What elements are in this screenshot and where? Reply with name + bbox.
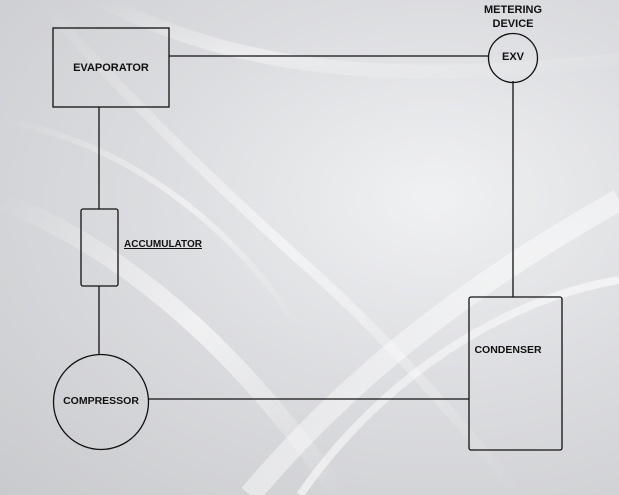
condenser-box [468, 296, 563, 451]
exv-label: EXV [501, 51, 524, 63]
accumulator-label: ACCUMULATOR [124, 239, 202, 250]
metering-device-label-line2: DEVICE [492, 18, 534, 30]
pipes [98, 55, 514, 400]
compressor-circle [52, 353, 150, 451]
evaporator-label: EVAPORATOR [73, 62, 149, 74]
exv-circle [487, 32, 539, 84]
accumulator-box [80, 208, 119, 287]
evaporator-box [52, 27, 170, 108]
compressor-label: COMPRESSOR [63, 395, 139, 407]
metering-device-label-line1: METERING [483, 4, 543, 16]
condenser-label: CONDENSER [474, 344, 542, 356]
